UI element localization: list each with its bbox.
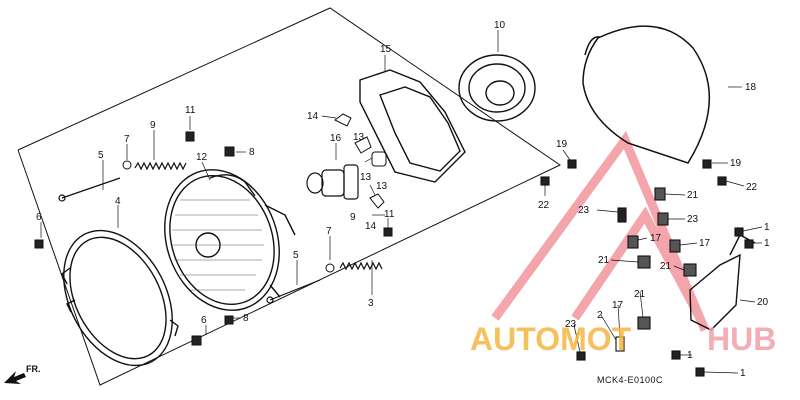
callout-12: 12 <box>196 152 208 163</box>
adjusting-screw-upper <box>58 177 121 202</box>
callout-9-upper: 9 <box>150 120 156 131</box>
callout-13-b: 13 <box>360 172 372 183</box>
callout-14-upper: 14 <box>307 111 319 122</box>
callout-17-b: 17 <box>699 238 711 249</box>
socket-clips <box>334 113 387 209</box>
headlight-lens-unit <box>164 169 296 311</box>
callout-21-top: 21 <box>687 190 699 201</box>
headlight-case <box>458 54 536 122</box>
callout-9-lower: 9 <box>350 212 356 223</box>
callout-22-right: 22 <box>746 182 758 193</box>
assembly-frame <box>17 7 561 386</box>
callout-13-c: 13 <box>376 181 388 192</box>
callout-3: 3 <box>368 298 374 309</box>
headlight-bracket <box>359 69 466 183</box>
callout-15: 15 <box>380 44 392 55</box>
callout-20: 20 <box>757 297 769 308</box>
diagram-code: MCK4-E0100C <box>597 375 663 385</box>
callout-14-lower: 14 <box>365 221 377 232</box>
callout-23-bottom: 23 <box>565 319 577 330</box>
callout-16: 16 <box>330 133 342 144</box>
callout-10: 10 <box>494 20 506 31</box>
front-direction-label: FR. <box>26 364 41 374</box>
lens-texture <box>172 199 264 291</box>
callout-21-a: 21 <box>598 255 610 266</box>
callout-8-upper: 8 <box>249 147 255 158</box>
callout-7-lower: 7 <box>326 226 332 237</box>
callout-1-a: 1 <box>764 222 770 233</box>
small-hardware <box>34 131 393 346</box>
callout-21-b: 21 <box>660 261 672 272</box>
callout-17-a: 17 <box>650 233 662 244</box>
callout-13-a: 13 <box>353 132 365 143</box>
callout-5-upper: 5 <box>98 150 104 161</box>
grommets-and-bolts <box>540 159 754 377</box>
callout-6-upper: 6 <box>36 212 42 223</box>
watermark-part1: AUTOMOT <box>470 321 632 357</box>
callout-1-b: 1 <box>764 238 770 249</box>
spring-lower <box>339 261 383 271</box>
headlight-rim <box>61 229 179 367</box>
callout-1-d: 1 <box>740 368 746 379</box>
adjusting-screw-lower <box>266 279 321 304</box>
headlight-shell <box>582 25 710 164</box>
headlight-bulb <box>306 164 359 200</box>
callout-4: 4 <box>115 196 121 207</box>
callout-2: 2 <box>597 310 603 321</box>
watermark-part2: HUB <box>707 321 776 357</box>
callout-6-lower: 6 <box>201 315 207 326</box>
callout-5-lower: 5 <box>293 250 299 261</box>
callout-22-left: 22 <box>538 200 550 211</box>
callout-19-left: 19 <box>556 139 568 150</box>
spring-upper <box>134 161 187 171</box>
callout-23-right: 23 <box>687 214 699 225</box>
callout-11-upper: 11 <box>185 105 196 116</box>
callout-18: 18 <box>745 82 757 93</box>
callout-17-c: 17 <box>612 300 624 311</box>
callout-8-lower: 8 <box>243 313 249 324</box>
leader-lines <box>40 30 763 374</box>
callout-7-upper: 7 <box>124 134 130 145</box>
callout-23-left: 23 <box>578 205 590 216</box>
callout-19-right: 19 <box>730 158 742 169</box>
callout-11-lower: 11 <box>384 209 395 220</box>
callout-labels: 10 15 18 11 12 9 7 8 5 4 6 14 16 13 13 1… <box>36 20 770 379</box>
callout-1-c: 1 <box>687 350 693 361</box>
watermark-logo <box>491 130 710 332</box>
front-direction-arrow-icon <box>4 371 26 384</box>
watermark-text: AUTOMOT HUB <box>470 321 776 357</box>
callout-21-c: 21 <box>634 289 646 300</box>
